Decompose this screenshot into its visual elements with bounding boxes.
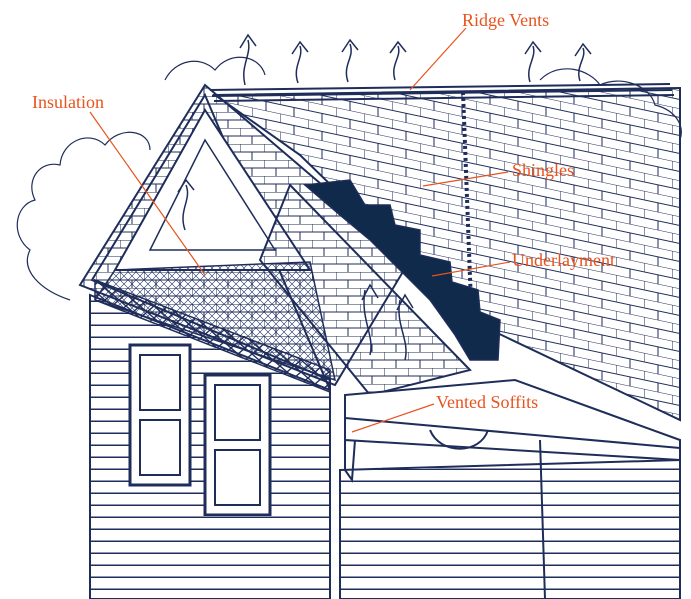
ridge-vent-arrows (239, 33, 592, 86)
label-underlayment: Underlayment (512, 250, 615, 270)
underlayment-exposed (303, 179, 501, 361)
ridge-cap (209, 83, 675, 102)
eave-soffit (344, 378, 681, 483)
label-insulation: Insulation (32, 92, 104, 112)
label-ridge-vents: Ridge Vents (462, 10, 549, 30)
leader-lines (89, 27, 511, 433)
main-siding (339, 439, 681, 599)
dormer-siding (89, 293, 331, 599)
label-vented-soffits: Vented Soffits (436, 392, 538, 412)
label-shingles: Shingles (512, 160, 574, 180)
